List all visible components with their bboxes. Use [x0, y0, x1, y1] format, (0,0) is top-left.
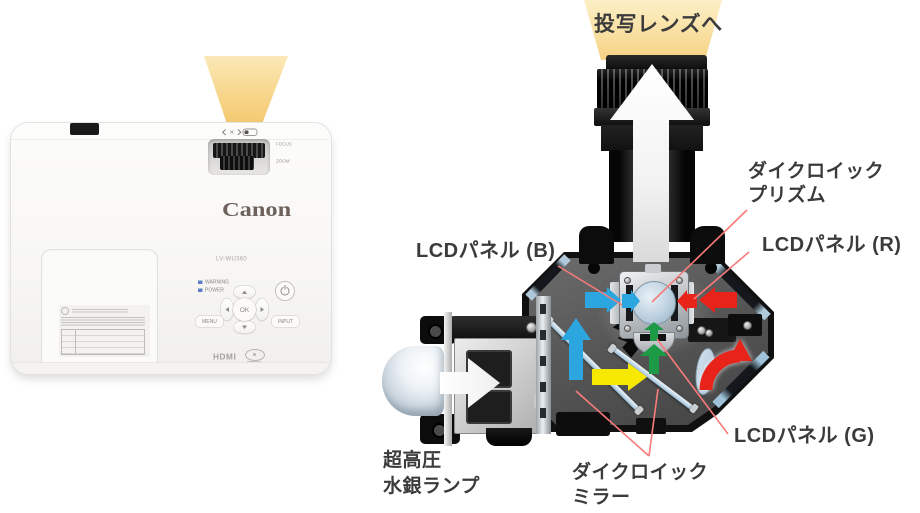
- label-lcd-panel-b: LCDパネル (B): [416, 240, 556, 262]
- power-led-label: POWER: [205, 287, 224, 293]
- warning-led-label: WARNING: [205, 279, 229, 285]
- certification-badge-text: [247, 361, 261, 362]
- power-led-icon: [198, 288, 203, 292]
- lens-shift-icons: ✕: [222, 127, 269, 137]
- arrow-right-icon: [260, 307, 264, 312]
- screw-icon: [705, 329, 713, 337]
- chevron-right-icon: [235, 128, 242, 136]
- ir-window: [70, 123, 99, 135]
- input-button-label: INPUT: [278, 318, 293, 325]
- housing-duct: [556, 412, 610, 436]
- sticker-table: [61, 329, 145, 355]
- zoom-dial: [220, 156, 254, 170]
- zoom-label: ZOOM: [276, 158, 290, 164]
- brand-logo: Canon: [222, 199, 292, 221]
- focus-label: FOCUS: [276, 141, 292, 147]
- lamp-top-bar: [452, 316, 540, 340]
- model-number: LV-WU360: [216, 255, 248, 263]
- arrow-up-icon: [242, 290, 247, 294]
- input-button: INPUT: [271, 315, 300, 328]
- label-lcd-panel-g: LCDパネル (G): [734, 425, 875, 447]
- label-to-projection-lens: 投写レンズへ: [594, 13, 723, 36]
- recycle-icon: [61, 307, 69, 315]
- housing-foot: [636, 418, 666, 434]
- label-lcd-panel-r: LCDパネル (R): [762, 234, 902, 256]
- ok-button: OK: [232, 297, 257, 322]
- screw-icon: [624, 325, 631, 332]
- screw-icon: [676, 277, 683, 284]
- power-button: [275, 281, 295, 301]
- label-dichroic-mirror-line1: ダイクロイック: [572, 462, 709, 483]
- screw-icon: [624, 277, 631, 284]
- hdmi-logo: HDMI: [213, 352, 237, 362]
- dpad: OK: [219, 284, 269, 334]
- certification-badge-icon: [245, 349, 265, 361]
- arrow-down-icon: [242, 325, 247, 329]
- top-seam: [11, 139, 329, 140]
- dpad-right-button: [255, 298, 269, 321]
- barrel-foot-right: [690, 226, 725, 264]
- label-mercury-lamp-line1: 超高圧: [383, 450, 442, 471]
- label-dichroic-mirror-line2: ミラー: [572, 487, 631, 508]
- lamp-cylinder: [486, 428, 532, 446]
- focus-dial: [213, 143, 265, 158]
- barrel-foot-left: [579, 226, 614, 264]
- warning-led-icon: [198, 280, 203, 284]
- prism-top-tab: [645, 264, 661, 273]
- arrow-left-icon: [225, 307, 229, 312]
- label-dichroic-mirror: ダイクロイック ミラー: [572, 460, 708, 510]
- label-mercury-lamp-line2: 水銀ランプ: [383, 476, 480, 497]
- cross-icon: ✕: [229, 129, 235, 136]
- indicator-leds: WARNING POWER: [198, 278, 243, 296]
- label-dichroic-prism-line2: プリズム: [748, 185, 827, 206]
- arrow-blue-right-small: [622, 290, 640, 312]
- projection-beam-right: [584, 0, 722, 60]
- projector-body: ✕ FOCUS ZOOM Canon LV-WU360 WARNING POWE…: [10, 122, 332, 375]
- lens-barrel-cap: [606, 55, 707, 71]
- label-dichroic-prism: ダイクロイック プリズム: [748, 160, 884, 208]
- chevron-left-icon: [222, 128, 229, 136]
- ok-button-label: OK: [239, 305, 250, 314]
- lamp-door: [41, 249, 158, 374]
- menu-button: MENU: [195, 315, 224, 328]
- power-icon: [280, 285, 290, 296]
- lever-slot-icon: [242, 128, 258, 136]
- projection-beam-left: [204, 56, 288, 124]
- screw-icon: [743, 321, 752, 330]
- menu-button-label: MENU: [202, 318, 217, 325]
- label-mercury-lamp: 超高圧 水銀ランプ: [383, 448, 480, 500]
- lamp-bracket-bottom: [420, 414, 460, 444]
- warning-sticker: [59, 305, 150, 357]
- dpad-down-button: [233, 320, 256, 334]
- screw-icon: [676, 325, 683, 332]
- lamp-dome: [382, 346, 444, 416]
- front-edge-strip: [12, 362, 328, 374]
- dichroic-prism: [632, 281, 676, 325]
- integrator-plate: [536, 296, 551, 434]
- label-dichroic-prism-line1: ダイクロイック: [748, 161, 885, 182]
